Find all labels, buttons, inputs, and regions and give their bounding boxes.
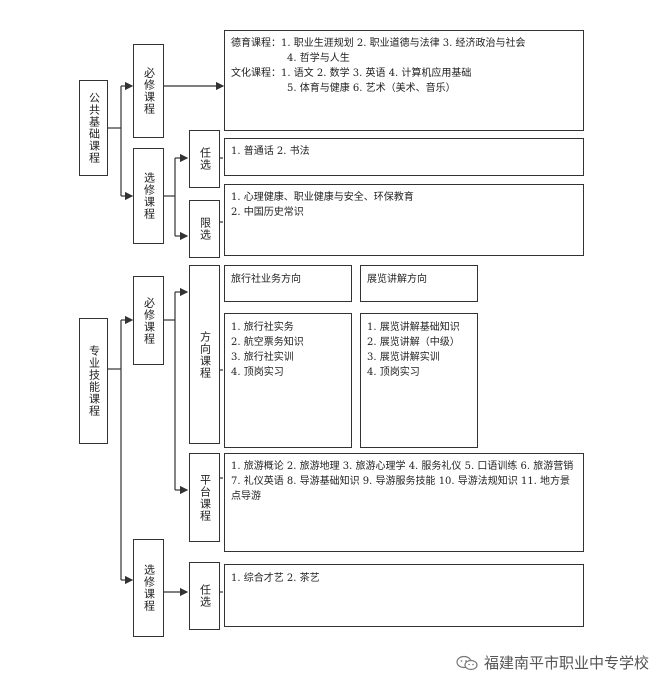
travel-item-4: 4. 顶岗实习	[231, 367, 284, 378]
limited-elective-content: 1. 心理健康、职业健康与安全、环保教育 2. 中国历史常识	[224, 184, 584, 256]
direction-course-box: 方向课程	[189, 265, 220, 444]
prof-free-elective-label: 任选	[198, 584, 212, 608]
prof-required-box: 必修课程	[133, 276, 164, 365]
watermark: 福建南平市职业中专学校	[456, 652, 649, 673]
culture-course-line: 文化课程：1. 语文 2. 数学 3. 英语 4. 计算机应用基础	[231, 68, 472, 79]
public-elective-label: 选修课程	[142, 172, 156, 220]
public-required-box: 必修课程	[133, 44, 164, 138]
travel-direction-title-box: 旅行社业务方向	[224, 265, 352, 302]
public-basic-course-box: 公共基础课程	[79, 80, 108, 176]
limited-elective-item-1: 1. 心理健康、职业健康与安全、环保教育	[231, 192, 414, 203]
travel-direction-title: 旅行社业务方向	[231, 274, 301, 285]
professional-skill-course-label: 专业技能课程	[87, 345, 101, 417]
public-required-content: 德育课程：1. 职业生涯规划 2. 职业道德与法律 3. 经济政治与社会 4. …	[224, 30, 584, 131]
public-basic-course-label: 公共基础课程	[87, 92, 101, 164]
watermark-text: 福建南平市职业中专学校	[483, 654, 649, 672]
exhibit-item-2: 2. 展览讲解（中级）	[367, 337, 460, 348]
wechat-icon	[456, 655, 478, 670]
prof-required-label: 必修课程	[142, 296, 156, 345]
public-elective-box: 选修课程	[133, 148, 164, 244]
moral-course-line: 德育课程：1. 职业生涯规划 2. 职业道德与法律 3. 经济政治与社会	[231, 38, 526, 49]
travel-item-2: 2. 航空票务知识	[231, 337, 304, 348]
prof-free-elective-items: 1. 综合才艺 2. 茶艺	[231, 573, 320, 584]
prof-free-elective-box: 任选	[189, 562, 220, 630]
exhibit-direction-items-box: 1. 展览讲解基础知识 2. 展览讲解（中级） 3. 展览讲解实训 4. 顶岗实…	[360, 313, 478, 448]
travel-direction-items-box: 1. 旅行社实务 2. 航空票务知识 3. 旅行社实训 4. 顶岗实习	[224, 313, 352, 448]
prof-elective-box: 选修课程	[133, 539, 164, 637]
exhibit-item-1: 1. 展览讲解基础知识	[367, 322, 460, 333]
culture-course-line-2: 5. 体育与健康 6. 艺术（美术、音乐）	[287, 83, 456, 94]
exhibit-direction-title-box: 展览讲解方向	[360, 265, 478, 302]
public-required-label: 必修课程	[142, 67, 156, 115]
exhibit-item-3: 3. 展览讲解实训	[367, 352, 440, 363]
platform-content: 1. 旅游概论 2. 旅游地理 3. 旅游心理学 4. 服务礼仪 5. 口语训练…	[224, 453, 584, 552]
limited-elective-label: 限选	[198, 217, 212, 241]
platform-course-box: 平台课程	[189, 453, 220, 542]
exhibit-direction-title: 展览讲解方向	[367, 274, 427, 285]
free-elective-content: 1. 普通话 2. 书法	[224, 138, 584, 176]
limited-elective-item-2: 2. 中国历史常识	[231, 207, 304, 218]
limited-elective-box: 限选	[189, 200, 220, 258]
direction-course-label: 方向课程	[198, 330, 212, 379]
exhibit-item-4: 4. 顶岗实习	[367, 367, 420, 378]
platform-course-label: 平台课程	[198, 473, 212, 522]
prof-elective-label: 选修课程	[142, 564, 156, 612]
travel-item-3: 3. 旅行社实训	[231, 352, 294, 363]
free-elective-items: 1. 普通话 2. 书法	[231, 146, 310, 157]
travel-item-1: 1. 旅行社实务	[231, 322, 294, 333]
free-elective-label: 任选	[198, 147, 212, 171]
professional-skill-course-box: 专业技能课程	[79, 318, 108, 444]
free-elective-box: 任选	[189, 130, 220, 188]
moral-course-line-2: 4. 哲学与人生	[287, 53, 350, 64]
prof-free-elective-content: 1. 综合才艺 2. 茶艺	[224, 564, 584, 627]
platform-items: 1. 旅游概论 2. 旅游地理 3. 旅游心理学 4. 服务礼仪 5. 口语训练…	[231, 461, 574, 502]
